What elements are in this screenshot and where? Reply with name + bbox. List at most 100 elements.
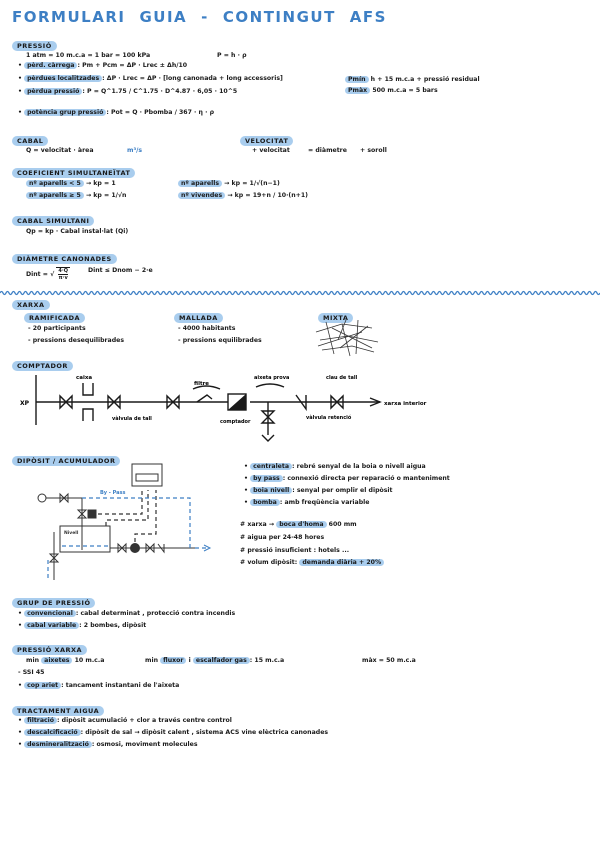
arrow-icon: [369, 397, 382, 407]
item-label: descalcificació: [24, 729, 81, 736]
valve-icon: [166, 394, 180, 410]
mallada-item: - pressions equilibrades: [178, 337, 262, 344]
subheading-ramificada: RAMIFICADA: [24, 313, 86, 323]
subheading-mixta: MIXTA: [318, 313, 354, 323]
note-text: # volum dipòsit:: [240, 559, 300, 566]
grup-item: • convencional: cabal determinat , prote…: [18, 610, 236, 617]
item-label: centraleta: [250, 463, 293, 470]
section-heading-tractament: TRACTAMENT AIGUA: [12, 706, 105, 716]
velocitat-item: + soroll: [360, 147, 387, 154]
label-nivell: Nivell: [64, 530, 79, 536]
label-aixeta-prova: aixeta prova: [254, 375, 289, 381]
pressio-item: • potència grup pressió: Pot = Q · Pbomb…: [18, 109, 215, 116]
section-heading-xarxa: XARXA: [12, 300, 50, 310]
item-label: desmineralització: [24, 741, 92, 748]
item-label: bomba: [250, 499, 280, 506]
item-text: : cabal determinat , protecció contra in…: [75, 610, 236, 617]
denominator: π·v: [58, 275, 68, 281]
meter-fill: [228, 394, 246, 410]
diposit-note: # aigua per 24-48 hores: [240, 534, 325, 541]
item-text: : dipòsit acumulació + clor a través cen…: [57, 717, 232, 724]
diposit-note: # pressió insuficient : hotels ...: [240, 547, 350, 554]
cabal-unit: m³/s: [127, 147, 143, 154]
item-text: : Pm + Pcm = ΔP · Lrec ± Δh/10: [77, 62, 188, 69]
diametre-condition: Dint ≤ Dnom − 2·e: [88, 267, 153, 274]
label-valvula-tall: vàlvula de tall: [112, 415, 152, 422]
valve-icon: [76, 509, 88, 519]
label-valvula-retencio: vàlvula retenció: [306, 414, 352, 421]
section-heading-cabal: CABAL: [12, 136, 49, 146]
item-label: convencional: [24, 610, 76, 617]
label-clau-tall: clau de tall: [326, 375, 358, 381]
text: i: [186, 657, 193, 664]
title-word: CONTINGUT: [222, 8, 336, 26]
valve-icon: [107, 394, 121, 410]
valve-icon: [59, 492, 69, 504]
label-xp: XP: [20, 400, 30, 407]
pressio-item: • pèrdua pressió: P = Q^1.75 / C^1.75 · …: [18, 88, 238, 95]
section-heading-cabal-simultani: CABAL SIMULTANI: [12, 216, 95, 226]
coef-item: nº vivendes → kp = 19+n / 10·(n+1): [178, 192, 308, 199]
grup-item: • cabal variable: 2 bombes, dipòsit: [18, 622, 147, 629]
valve-icon: [59, 394, 73, 410]
label-filtre: filtre: [194, 381, 209, 387]
diposit-item: • bomba: amb freqüència variable: [244, 499, 370, 506]
item-label: pèrdua pressió: [24, 88, 83, 95]
brace: [255, 383, 285, 388]
item-label: aixetes: [41, 657, 73, 664]
text: min: [26, 657, 42, 664]
item-label: nº vivendes: [178, 192, 226, 199]
section-heading-pressio-xarxa: PRESSIÓ XARXA: [12, 645, 88, 655]
subheading-mallada: MALLADA: [174, 313, 223, 323]
section-heading-diametre: DIÀMETRE CANONADES: [12, 254, 117, 264]
item-label: escalfador gas: [192, 657, 250, 664]
ramificada-item: - 20 participants: [28, 325, 86, 332]
item-label: cabal variable: [24, 622, 80, 629]
diposit-note: # xarxa → boca d'homa 600 mm: [240, 521, 357, 528]
tractament-item: • desmineralització: osmosi, moviment mo…: [18, 741, 198, 748]
item-label: Pmín: [345, 76, 369, 83]
coef-item: nº aparells < 5 → kp = 1: [26, 180, 116, 187]
note-label: demanda diària + 20%: [299, 559, 385, 566]
section-heading-pressio: PRESSIÓ: [12, 41, 57, 51]
arrow-icon: [203, 544, 212, 552]
section-heading-comptador: COMPTADOR: [12, 361, 73, 371]
drain-valve-icon: [48, 553, 60, 563]
diposit-diagram: By - Pass Nivell: [37, 463, 212, 580]
comptador-diagram: XP caixa vàlvula de tall filtre comptado…: [20, 375, 427, 442]
pressio-xarxa-item: • cop ariet: tancament instantani de l'a…: [18, 682, 180, 689]
diposit-note: # volum dipòsit: demanda diària + 20%: [240, 559, 385, 566]
item-label: nº aparells: [178, 180, 223, 187]
ramificada-item: - pressions desequilibrades: [28, 337, 125, 344]
coef-item: nº aparells → kp = 1/√(n−1): [178, 180, 280, 187]
label-caixa: caixa: [76, 375, 92, 381]
note-text: # xarxa →: [240, 521, 277, 528]
text: min: [145, 657, 161, 664]
section-heading-coeficient: COEFICIENT SIMULTANEÏTAT: [12, 168, 136, 178]
valve-icon: [145, 542, 155, 554]
filter-icon: [196, 394, 213, 403]
note-text: 600 mm: [326, 521, 357, 528]
diposit-item: • by pass: connexió directa per reparaci…: [244, 475, 450, 482]
item-label: Pmàx: [345, 87, 371, 94]
tank: [59, 525, 111, 553]
pressio-item: • pèrd. càrrega: Pm + Pcm = ΔP · Lrec ± …: [18, 62, 188, 69]
item-label: pèrdues localitzades: [24, 75, 103, 82]
tractament-item: • filtració: dipòsit acumulació + clor a…: [18, 717, 232, 724]
drain-valve-icon: [260, 410, 276, 424]
item-label: potència grup pressió: [24, 109, 107, 116]
coef-item: nº aparells ≥ 5 → kp = 1/√n: [26, 192, 127, 199]
diametre-formula: Dint = √ 4·Q π·v: [26, 267, 71, 281]
pressio-item: • pèrdues localitzades: ΔP · Lrec = ΔP ·…: [18, 75, 283, 82]
item-text: → kp = 1/√n: [85, 192, 127, 199]
bypass-line: [82, 497, 191, 548]
cabal-simultani-formula: Qp = kp · Cabal instal·lat (Qi): [26, 228, 129, 235]
section-heading-diposit: DIPÒSIT / ACUMULADOR: [12, 456, 121, 466]
mallada-item: - 4000 habitants: [178, 325, 236, 332]
item-text: : connexió directa per reparació o mante…: [282, 475, 450, 482]
item-text: : senyal per omplir el dipòsit: [292, 487, 393, 494]
meter-icon: [37, 493, 47, 503]
item-label: cop ariet: [24, 682, 62, 689]
control-panel: [131, 463, 163, 487]
